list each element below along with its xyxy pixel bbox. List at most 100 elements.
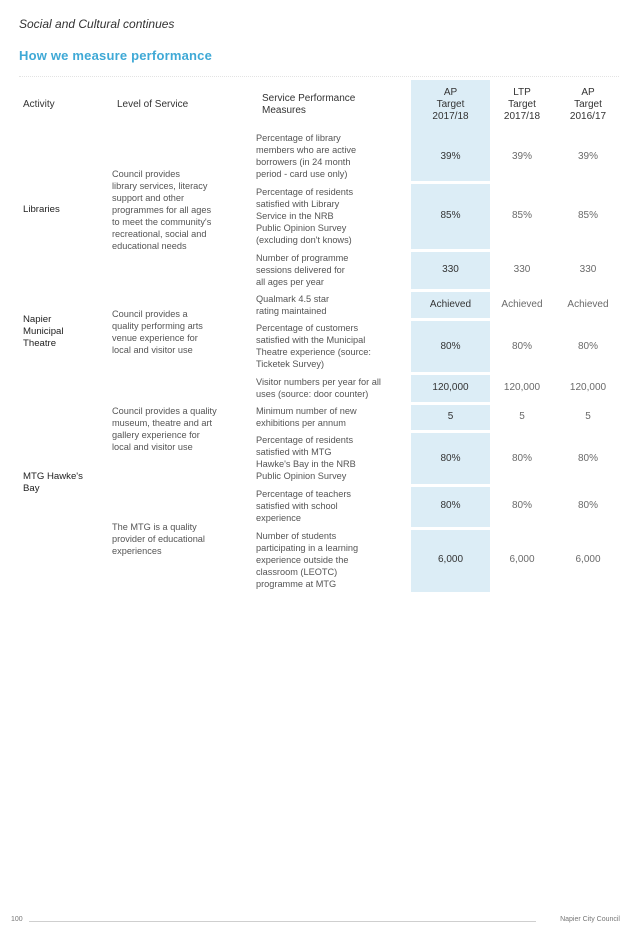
measure-line: satisfied with Library: [256, 199, 340, 209]
value-ltp-1718: 39%: [511, 151, 532, 162]
value-ltp-1718: 5: [519, 411, 525, 422]
level-line: Council provides a: [112, 309, 188, 319]
measure-cell: Percentage of customers satisfied with t…: [256, 322, 371, 370]
level-line: library services, literacy: [112, 181, 208, 191]
measure-line: Number of students: [256, 531, 337, 541]
value-ap-1718: 80%: [440, 453, 461, 464]
level-line: Council provides a quality: [112, 406, 217, 416]
value-ap-1718: 39%: [440, 151, 461, 162]
activity-line: MTG Hawke's: [23, 471, 83, 482]
measure-line: Qualmark 4.5 star: [256, 294, 330, 304]
value-ap-1617: 39%: [577, 151, 598, 162]
row-separator: [411, 484, 490, 487]
level-line: to meet the community's: [112, 217, 212, 227]
measure-line: (excluding don't knows): [256, 235, 352, 245]
measure-line: borrowers (in 24 month: [256, 157, 351, 167]
measure-line: members who are active: [256, 145, 357, 155]
value-ap-1617: 330: [579, 264, 597, 275]
row-separator: [411, 249, 490, 252]
activity-line: Libraries: [23, 204, 60, 215]
value-ltp-1718: 80%: [511, 453, 532, 464]
level-line: educational needs: [112, 241, 187, 251]
measure-line: Public Opinion Survey: [256, 223, 347, 233]
value-ap-1617: Achieved: [567, 299, 609, 310]
value-ltp-1718: 120,000: [503, 382, 541, 393]
measure-cell: Visitor numbers per year for all uses (s…: [256, 376, 381, 400]
highlight-column: [411, 80, 490, 592]
header-measure-line: Measures: [262, 105, 306, 116]
activity-line: Municipal: [23, 326, 64, 337]
level-line: Council provides: [112, 169, 180, 179]
activity-line: Napier: [23, 314, 52, 325]
activity-mtg: MTG Hawke's Bay: [23, 471, 83, 495]
activity-libraries: Libraries: [23, 204, 60, 216]
measure-line: period - card use only): [256, 169, 348, 179]
measure-line: exhibitions per annum: [256, 418, 346, 428]
measure-line: Hawke's Bay in the NRB: [256, 459, 356, 469]
value-ltp-1718: 330: [513, 264, 531, 275]
value-ltp-1718: 6,000: [509, 554, 535, 565]
measure-line: experience: [256, 513, 301, 523]
value-ap-1718: 80%: [440, 341, 461, 352]
row-separator: [411, 430, 490, 433]
measure-line: uses (source: door counter): [256, 389, 369, 399]
level-mtg-education: The MTG is a quality provider of educati…: [112, 521, 205, 557]
heading: How we measure performance: [19, 48, 213, 63]
row-separator: [411, 318, 490, 321]
measure-cell: Minimum number of new exhibitions per an…: [256, 405, 357, 429]
measure-line: Public Opinion Survey: [256, 471, 347, 481]
header-level: Level of Service: [117, 99, 189, 110]
value-ltp-1718: 80%: [511, 341, 532, 352]
row-separator: [411, 527, 490, 530]
value-ltp-1718: Achieved: [501, 299, 543, 310]
level-line: experiences: [112, 546, 162, 556]
header-ap-1617: AP Target 2016/17: [557, 87, 619, 123]
level-line: The MTG is a quality: [112, 522, 197, 532]
header-measure-line: Service Performance: [262, 93, 356, 104]
header-measure: Service Performance Measures: [262, 93, 355, 117]
value-ap-1718: 5: [447, 411, 454, 422]
measure-cell: Percentage of library members who are ac…: [256, 132, 356, 180]
row-separator: [411, 289, 490, 292]
level-line: museum, theatre and art: [112, 418, 213, 428]
measure-line: Percentage of teachers: [256, 489, 351, 499]
header-line: Target: [508, 99, 536, 110]
level-mtg-gallery: Council provides a quality museum, theat…: [112, 405, 217, 453]
value-ap-1617: 5: [585, 411, 591, 422]
measure-line: Service in the NRB: [256, 211, 334, 221]
measure-line: programme at MTG: [256, 579, 337, 589]
value-ap-1718: 6,000: [437, 554, 464, 565]
level-line: support and other: [112, 193, 185, 203]
value-ap-1718: 85%: [440, 210, 461, 221]
value-ap-1718: 120,000: [432, 382, 469, 393]
measure-line: satisfied with school: [256, 501, 338, 511]
value-ap-1718: 330: [442, 264, 459, 275]
measure-line: Percentage of customers: [256, 323, 359, 333]
activity-line: Theatre: [23, 338, 57, 349]
dotted-divider: [19, 76, 619, 77]
activity-line: Bay: [23, 483, 40, 494]
value-ltp-1718: 80%: [511, 500, 532, 511]
measure-cell: Percentage of residents satisfied with M…: [256, 434, 356, 482]
value-ap-1617: 80%: [577, 500, 598, 511]
measure-cell: Percentage of residents satisfied with L…: [256, 186, 353, 246]
value-ap-1617: 6,000: [575, 554, 601, 565]
section-title: Social and Cultural continues: [19, 17, 175, 31]
level-line: recreational, social and: [112, 229, 207, 239]
measure-line: Minimum number of new: [256, 406, 357, 416]
measure-line: satisfied with the Municipal: [256, 335, 366, 345]
measure-line: rating maintained: [256, 306, 327, 316]
measure-line: Percentage of residents: [256, 187, 354, 197]
header-line: Target: [574, 99, 602, 110]
footer-page-number: 100: [11, 916, 23, 923]
measure-line: Percentage of library: [256, 133, 341, 143]
measure-cell: Percentage of teachers satisfied with sc…: [256, 488, 351, 524]
measure-cell: Number of students participating in a le…: [256, 530, 358, 590]
footer-line: [29, 921, 536, 922]
measure-line: Percentage of residents: [256, 435, 354, 445]
level-line: provider of educational: [112, 534, 205, 544]
measure-line: sessions delivered for: [256, 265, 345, 275]
level-theatre: Council provides a quality performing ar…: [112, 308, 203, 356]
row-separator: [411, 372, 490, 375]
measure-line: participating in a learning: [256, 543, 359, 553]
